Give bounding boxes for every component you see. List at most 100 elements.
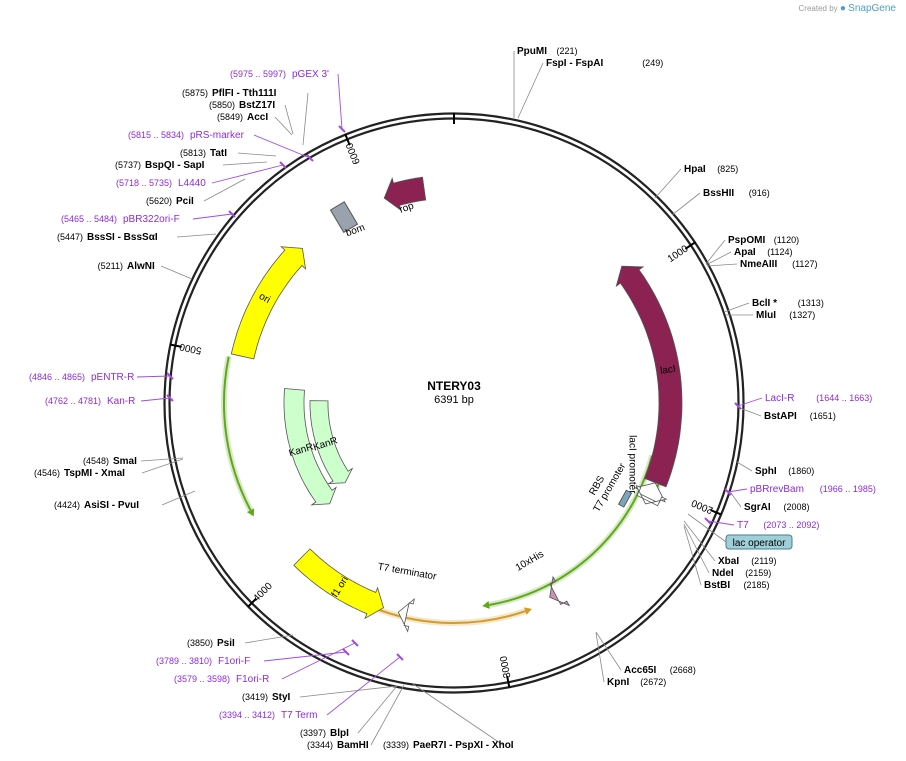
tick-label: 2000 — [690, 497, 715, 516]
enzyme-name: NdeI — [712, 568, 734, 579]
enzyme-site-sgrai[interactable]: SgrAI(2008) — [744, 502, 810, 513]
primer-t7-term[interactable]: (3394 .. 3412)T7 Term — [219, 710, 318, 721]
enzyme-site-asisi[interactable]: (4424)AsiSI - PvuI — [54, 500, 139, 511]
enzyme-site-tspmi[interactable]: (4546)TspMI - XmaI — [34, 468, 125, 479]
enzyme-name: BspQI - SapI — [145, 160, 205, 171]
enzyme-site-xbai[interactable]: XbaI(2119) — [718, 556, 777, 567]
primer-leader-line — [727, 488, 748, 493]
enzyme-site-bstz17i[interactable]: (5850)BstZ17I — [209, 100, 275, 111]
primer-f1ori-f[interactable]: (3789 .. 3810)F1ori-F — [156, 656, 250, 667]
primer-pbr322ori-f[interactable]: (5465 .. 5484)pBR322ori-F — [61, 214, 180, 225]
leader-line — [412, 683, 504, 746]
enzyme-site-alwni[interactable]: (5211) AlwNI — [98, 261, 155, 272]
leader-line — [706, 263, 738, 267]
enzyme-name: ApaI — [734, 247, 756, 258]
enzyme-site-apai[interactable]: ApaI(1124) — [734, 247, 793, 258]
feature-label-10xhis: 10xHis — [514, 549, 546, 574]
primer-pgex-3-[interactable]: (5975 .. 5997)pGEX 3' — [230, 69, 329, 80]
enzyme-position: (5211) — [98, 261, 123, 271]
enzyme-name: PspOMI — [728, 235, 765, 246]
primer-kan-r[interactable]: (4762 .. 4781)Kan-R — [45, 396, 135, 407]
feature-f1-ori — [293, 548, 384, 620]
enzyme-site-bamhi[interactable]: (3344)BamHI — [307, 740, 369, 751]
primer-range: (5975 .. 5997) — [230, 69, 286, 79]
enzyme-site-hpai[interactable]: HpaI(825) — [684, 164, 738, 175]
primer-f1ori-r[interactable]: (3579 .. 3598)F1ori-R — [174, 674, 269, 685]
leader-line — [654, 168, 682, 199]
enzyme-site-pspomi[interactable]: PspOMI(1120) — [728, 235, 799, 246]
enzyme-site-bcli[interactable]: BclI *(1313) — [752, 298, 824, 309]
leader-line — [160, 265, 193, 280]
enzyme-site-kpni[interactable]: KpnI(2672) — [607, 677, 666, 688]
leader-line — [517, 62, 544, 119]
enzyme-position: (1651) — [810, 411, 836, 421]
enzyme-name: AlwNI — [127, 261, 155, 272]
enzyme-site-pcii[interactable]: (5620)PciI — [146, 196, 194, 207]
leader-line — [141, 458, 184, 474]
primer-mark — [166, 372, 174, 380]
leader-line — [736, 461, 753, 472]
primer-leader-line — [192, 213, 233, 220]
enzyme-site-bsssi[interactable]: (5447)BssSI - BssSαI — [57, 232, 158, 243]
enzyme-site-psii[interactable]: (3850)PsiI — [187, 638, 235, 649]
tick-label: 3000 — [498, 655, 513, 679]
feature-ori — [230, 246, 307, 360]
feature-rbs — [618, 489, 633, 508]
primer-leader-line — [707, 520, 735, 526]
enzyme-site-bsshii[interactable]: BssHII(916) — [703, 188, 770, 199]
leader-line — [683, 520, 716, 562]
primer-l4440[interactable]: (5718 .. 5735)L4440 — [116, 178, 206, 189]
enzyme-site-paer7i[interactable]: (3339)PaeR7I - PspXI - XhoI — [383, 740, 514, 751]
enzyme-site-bstapi[interactable]: BstAPI (1651) — [764, 411, 836, 422]
lac-operator-box — [725, 534, 793, 550]
enzyme-site-nmeaiii[interactable]: NmeAIII(1127) — [740, 259, 817, 270]
enzyme-site-pflfi[interactable]: (5875)PflFI - Tth111I — [182, 88, 277, 99]
enzyme-position: (1860) — [788, 466, 814, 476]
leader-line — [222, 161, 268, 166]
enzyme-site-bspqi[interactable]: (5737)BspQI - SapI — [115, 160, 205, 171]
enzyme-site-bstbi[interactable]: BstBI(2185) — [704, 580, 770, 591]
orf-arrowhead — [523, 607, 532, 615]
enzyme-site-acci[interactable]: (5849)AccI — [217, 112, 268, 123]
enzyme-site-sphi[interactable]: SphI (1860) — [755, 466, 814, 477]
enzyme-name: BstAPI — [764, 411, 797, 422]
leader-lines — [136, 51, 763, 746]
orf-arc — [223, 356, 252, 511]
primer-mark — [279, 161, 287, 169]
primer-prs-marker[interactable]: (5815 .. 5834)pRS-marker — [128, 130, 245, 141]
plasmid-size: 6391 bp — [434, 394, 474, 406]
enzyme-site-blpi[interactable]: (3397)BlpI — [300, 728, 349, 739]
primer-name: T7 — [737, 520, 749, 531]
primer-pentr-r[interactable]: (4846 .. 4865)pENTR-R — [29, 372, 134, 383]
leader-line — [687, 513, 727, 543]
enzyme-site-ndei[interactable]: NdeI(2159) — [712, 568, 771, 579]
enzyme-name: SphI — [755, 466, 777, 477]
primer-mark — [734, 402, 742, 410]
primer-leader-line — [281, 642, 356, 680]
enzyme-site-tati[interactable]: (5813)TatI — [180, 148, 227, 159]
orf-arc — [489, 455, 654, 606]
primer-laci-r[interactable]: LacI-R(1644 .. 1663) — [765, 393, 872, 404]
feature-label-t7-terminator: T7 terminator — [377, 562, 438, 583]
enzyme-name: BssSI - BssSαI — [87, 232, 158, 243]
enzyme-site-styi[interactable]: (3419)StyI — [242, 692, 291, 703]
misc-feature-lac-operator[interactable]: lac operator — [725, 534, 793, 550]
feature-label-rop: rop — [398, 200, 416, 215]
primer-t7[interactable]: T7(2073 .. 2092) — [737, 520, 819, 531]
enzyme-site-smai[interactable]: (4548)SmaI — [83, 456, 137, 467]
leader-line — [723, 302, 750, 313]
enzyme-position: (3344) — [307, 740, 333, 750]
enzyme-site-mlui[interactable]: MluI(1327) — [756, 310, 815, 321]
enzyme-site-fspi[interactable]: FspI - FspAI(249) — [546, 58, 663, 69]
enzyme-site-ppumi[interactable]: PpuMI(221) — [517, 46, 578, 57]
snapgene-credit: Created by ● SnapGene — [799, 3, 896, 14]
enzyme-name: PflFI - Tth111I — [212, 88, 277, 99]
plasmid-name: NTERY03 — [427, 379, 481, 393]
primer-name: pBRrevBam — [750, 484, 804, 495]
leader-line — [274, 116, 293, 136]
primer-pbrrevbam[interactable]: pBRrevBam(1966 .. 1985) — [750, 484, 876, 495]
orf-glow — [221, 355, 254, 512]
feature-rop — [383, 176, 427, 212]
enzyme-site-acc65i[interactable]: Acc65I(2668) — [624, 665, 696, 676]
